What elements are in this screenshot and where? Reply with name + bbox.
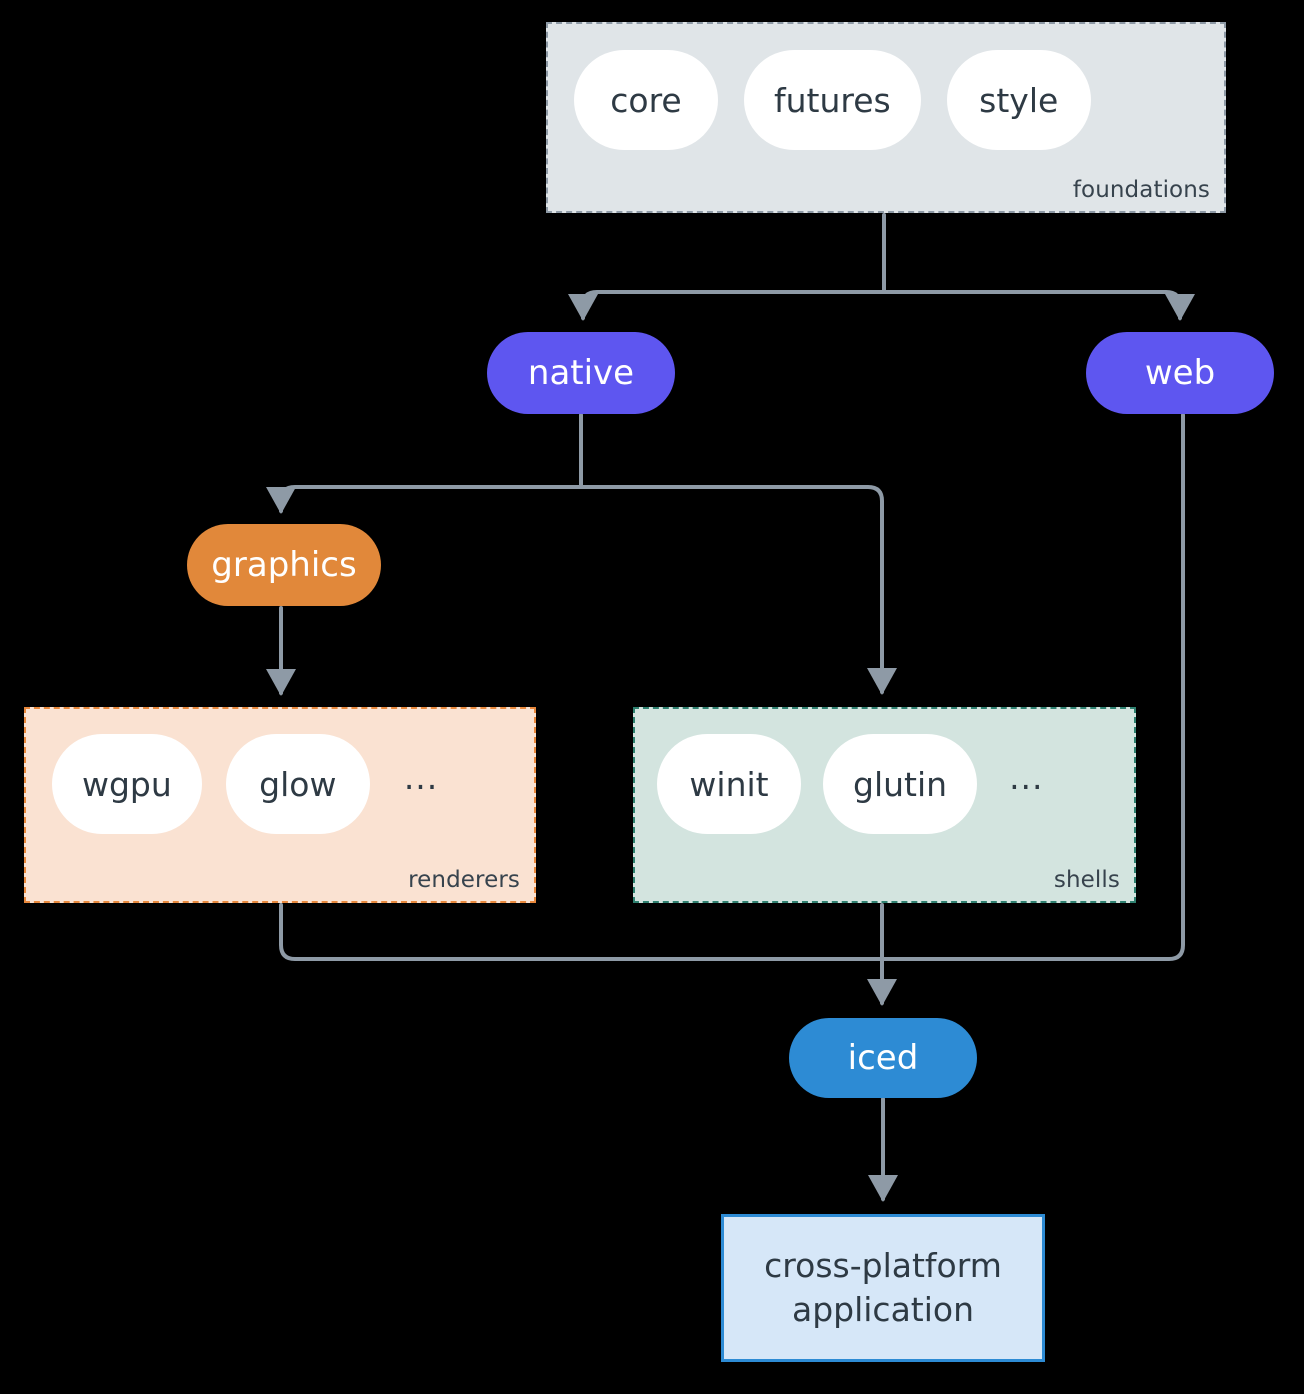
- shells-chip-row: winit glutin ...: [657, 734, 1050, 834]
- chip-futures[interactable]: futures: [744, 50, 921, 150]
- node-web[interactable]: web: [1086, 332, 1274, 414]
- node-iced[interactable]: iced: [789, 1018, 977, 1098]
- edge-native-to-shells: [579, 485, 897, 695]
- group-label-renderers: renderers: [408, 867, 520, 893]
- chip-glow[interactable]: glow: [225, 734, 370, 834]
- edge-renderers-to-iced: [279, 903, 884, 961]
- group-label-foundations: foundations: [1072, 177, 1210, 203]
- node-native[interactable]: native: [487, 332, 675, 414]
- application-line-1: cross-platform: [764, 1246, 1002, 1286]
- group-shells: winit glutin ... shells: [633, 707, 1136, 903]
- chip-wgpu[interactable]: wgpu: [52, 734, 202, 834]
- chip-glutin[interactable]: glutin: [823, 734, 978, 834]
- chip-winit[interactable]: winit: [657, 734, 801, 834]
- chip-style[interactable]: style: [946, 50, 1091, 150]
- application-line-2: application: [791, 1290, 975, 1329]
- shells-more-ellipsis: ...: [1009, 757, 1044, 797]
- renderers-more-ellipsis: ...: [403, 757, 439, 797]
- edge-foundations-to-native: [568, 290, 886, 321]
- node-graphics[interactable]: graphics: [187, 524, 381, 606]
- chip-core[interactable]: core: [574, 50, 718, 150]
- group-renderers: wgpu glow ... renderers: [24, 707, 536, 903]
- group-label-shells: shells: [1053, 867, 1120, 893]
- node-cross-platform-application[interactable]: cross-platform application: [721, 1214, 1045, 1362]
- edge-native-to-graphics: [266, 485, 583, 514]
- edge-foundations-to-web: [882, 290, 1195, 321]
- foundations-chip-row: core futures style: [574, 50, 1091, 150]
- group-foundations: core futures style foundations: [546, 22, 1226, 213]
- renderers-chip-row: wgpu glow ...: [52, 734, 444, 834]
